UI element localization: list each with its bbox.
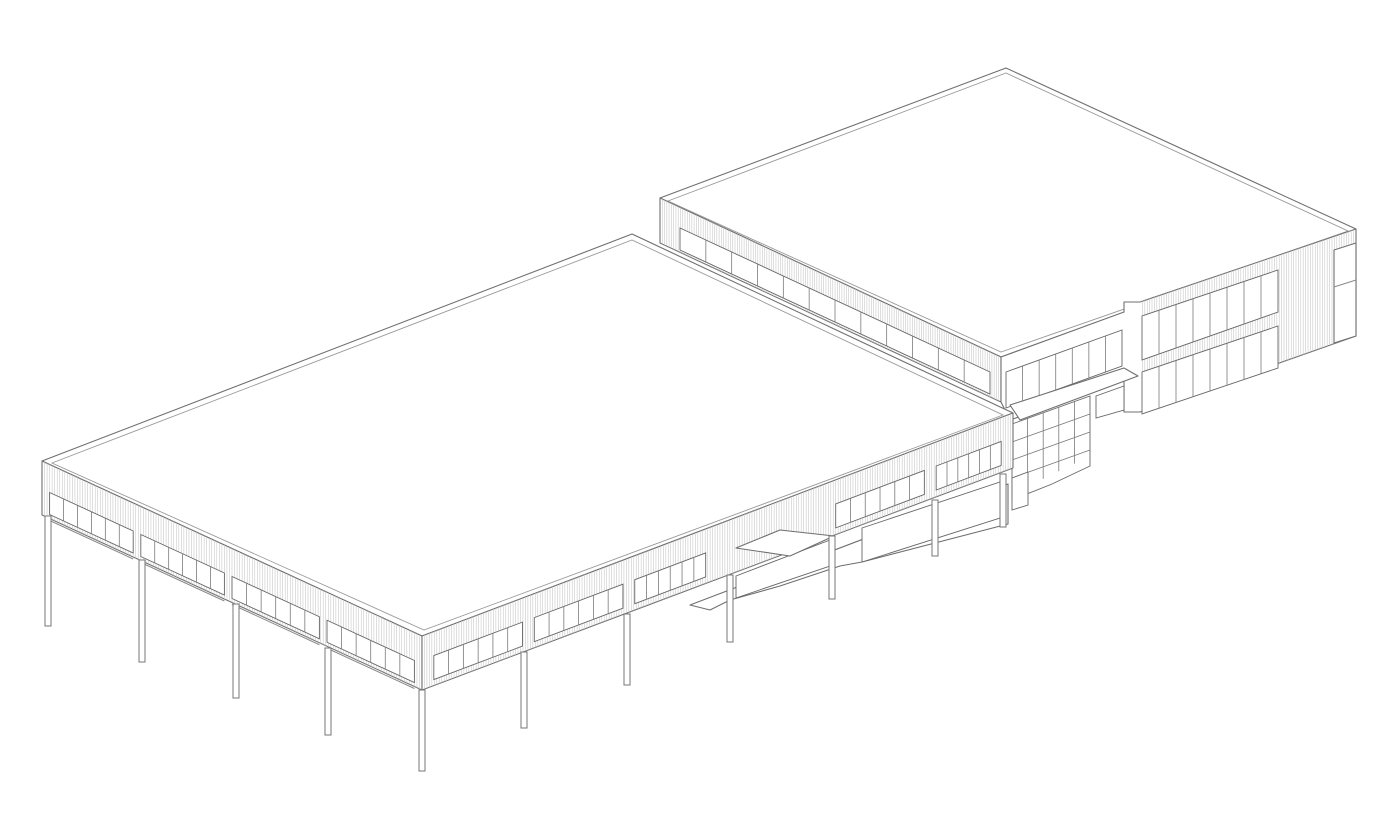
column [418, 689, 426, 772]
glazed-link [1009, 367, 1139, 511]
column [726, 574, 734, 643]
column [44, 515, 52, 627]
sill-line [140, 562, 225, 602]
front-block-south-east-windows [433, 440, 1002, 681]
sill-line [326, 647, 415, 689]
front-block-south-west-windows [49, 491, 415, 689]
sill-line [49, 520, 134, 560]
column [324, 647, 332, 736]
rear-block-roof-parapet [666, 72, 1350, 353]
front-block-roof-parapet [50, 239, 1005, 631]
rear-block-end-facade [1333, 242, 1357, 344]
front-block-columns [44, 473, 1007, 772]
column [232, 603, 240, 699]
front-block [41, 233, 1014, 772]
sill-line [231, 604, 320, 646]
link-glazing-right [1095, 385, 1125, 419]
link-entrance-door [1011, 471, 1029, 511]
column [931, 499, 939, 557]
rear-block-end-band [1333, 279, 1357, 288]
column [520, 651, 528, 729]
curtain-wall-transom [1011, 431, 1091, 461]
rear-block [659, 67, 1357, 421]
link-canopy [1009, 367, 1139, 421]
column [623, 613, 631, 686]
curtain-wall-transom [1011, 413, 1091, 443]
rear-block-west-mullions [705, 240, 965, 382]
column [999, 473, 1007, 528]
rear-block-east-mullions [1022, 275, 1262, 409]
column [138, 559, 146, 663]
rear-block-recess-window [1005, 329, 1123, 409]
column [828, 535, 836, 600]
